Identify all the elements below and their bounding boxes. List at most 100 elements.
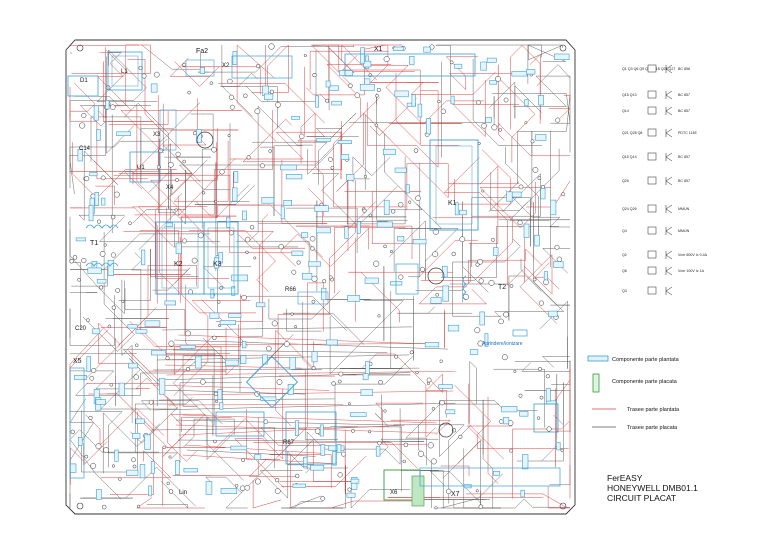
- pcb-pad: [103, 243, 107, 247]
- label-r67: R67: [283, 440, 295, 446]
- smd-component: [232, 187, 238, 202]
- pcb-trace: [374, 394, 390, 428]
- smd-component: [311, 351, 318, 363]
- pcb-pad: [110, 252, 116, 258]
- smd-component: [183, 467, 198, 473]
- smd-component: [360, 47, 365, 64]
- pcb-trace: [326, 64, 392, 118]
- pcb-trace: [121, 279, 133, 424]
- smd-component: [319, 424, 324, 437]
- pcb-trace: [452, 80, 520, 138]
- pcb-trace: [74, 372, 176, 396]
- transistor-part: BC 857: [678, 155, 690, 159]
- pcb-pad: [328, 157, 333, 162]
- pcb-pad: [209, 81, 214, 85]
- pcb-pad: [229, 230, 234, 236]
- smd-component: [89, 172, 98, 177]
- smd-component: [346, 174, 355, 181]
- pcb-pad: [439, 359, 443, 363]
- pcb-trace: [453, 498, 570, 509]
- pcb-trace: [505, 190, 570, 228]
- transistor-part: MMUN: [678, 207, 690, 211]
- pcb-trace: [510, 45, 541, 130]
- smd-component: [199, 67, 205, 74]
- pcb-trace: [127, 59, 182, 151]
- pcb-trace: [239, 307, 264, 393]
- pcb-pad: [451, 251, 456, 257]
- pcb-trace: [556, 369, 571, 499]
- smd-component: [107, 259, 114, 276]
- smd-component: [350, 412, 367, 417]
- pcb-pad: [101, 504, 107, 510]
- smd-component: [232, 50, 238, 65]
- transistor-symbol-icon: [665, 106, 673, 116]
- pcb-pad: [202, 191, 206, 195]
- pcb-trace: [172, 417, 259, 476]
- label-lin: Lin: [179, 490, 187, 496]
- label-x5: X5: [73, 358, 82, 365]
- pcb-trace: [175, 419, 399, 426]
- pcb-trace: [182, 414, 437, 424]
- label-x6: X6: [390, 490, 398, 496]
- pcb-trace: [542, 356, 570, 368]
- pcb-pad: [168, 340, 175, 347]
- pcb-trace: [275, 329, 315, 427]
- pcb-pad: [211, 146, 217, 153]
- pcb-pad: [426, 377, 432, 383]
- smd-component: [242, 210, 247, 221]
- pcb-pad: [532, 167, 539, 173]
- pcb-pad: [111, 305, 116, 310]
- transistor-refs: Q2: [622, 253, 627, 257]
- pcb-pad: [84, 454, 89, 459]
- smd-component: [255, 302, 266, 308]
- pcb-trace: [472, 59, 543, 146]
- pcb-trace: [408, 162, 421, 278]
- smd-component: [287, 383, 294, 395]
- pcb-pad: [560, 448, 564, 452]
- pcb-trace: [555, 379, 571, 468]
- smd-component: [336, 444, 342, 453]
- pcb-trace: [174, 61, 261, 95]
- pcb-pad: [437, 99, 441, 104]
- pcb-trace: [213, 418, 270, 451]
- pcb-trace: [454, 385, 569, 449]
- pcb-pad: [310, 246, 315, 251]
- pcb-trace: [479, 182, 551, 229]
- pcb-trace: [177, 439, 390, 442]
- pcb-pad: [555, 117, 561, 123]
- pcb-trace: [547, 486, 570, 509]
- pcb-pad: [162, 445, 166, 450]
- smd-component: [301, 232, 309, 238]
- smd-component: [88, 204, 94, 222]
- pcb-pad: [96, 219, 102, 224]
- pcb-trace: [295, 121, 342, 171]
- pcb-pad: [175, 151, 181, 157]
- smd-component: [86, 356, 92, 372]
- smd-component: [195, 355, 202, 369]
- smd-component: [87, 267, 102, 274]
- pcb-pad: [368, 430, 372, 434]
- smd-component: [375, 446, 381, 457]
- pcb-pad: [314, 428, 321, 434]
- pcb-pad: [110, 104, 116, 110]
- pcb-pad: [543, 279, 549, 286]
- board-labels: Fa2 X1 X2 X3 X4 X5 X6 X7 D1 L1 C14 U1 T1…: [73, 46, 523, 498]
- pcb-trace: [252, 112, 357, 185]
- pcb-pad: [228, 94, 235, 101]
- smd-component: [316, 227, 331, 234]
- pcb-pad: [481, 189, 485, 193]
- smd-component: [141, 249, 146, 266]
- smd-component: [484, 333, 489, 347]
- transistor-part: MMUN: [678, 229, 690, 233]
- transistor-symbol-icon: [665, 152, 673, 162]
- pcb-trace: [494, 202, 565, 318]
- pcb-trace: [70, 207, 175, 248]
- pcb-trace: [69, 295, 115, 346]
- smd-component: [417, 103, 423, 118]
- pcb-trace: [83, 322, 135, 381]
- pcb-pad: [213, 391, 219, 396]
- pcb-trace: [71, 266, 108, 287]
- pcb-pad: [417, 450, 425, 457]
- smd-component: [447, 324, 460, 332]
